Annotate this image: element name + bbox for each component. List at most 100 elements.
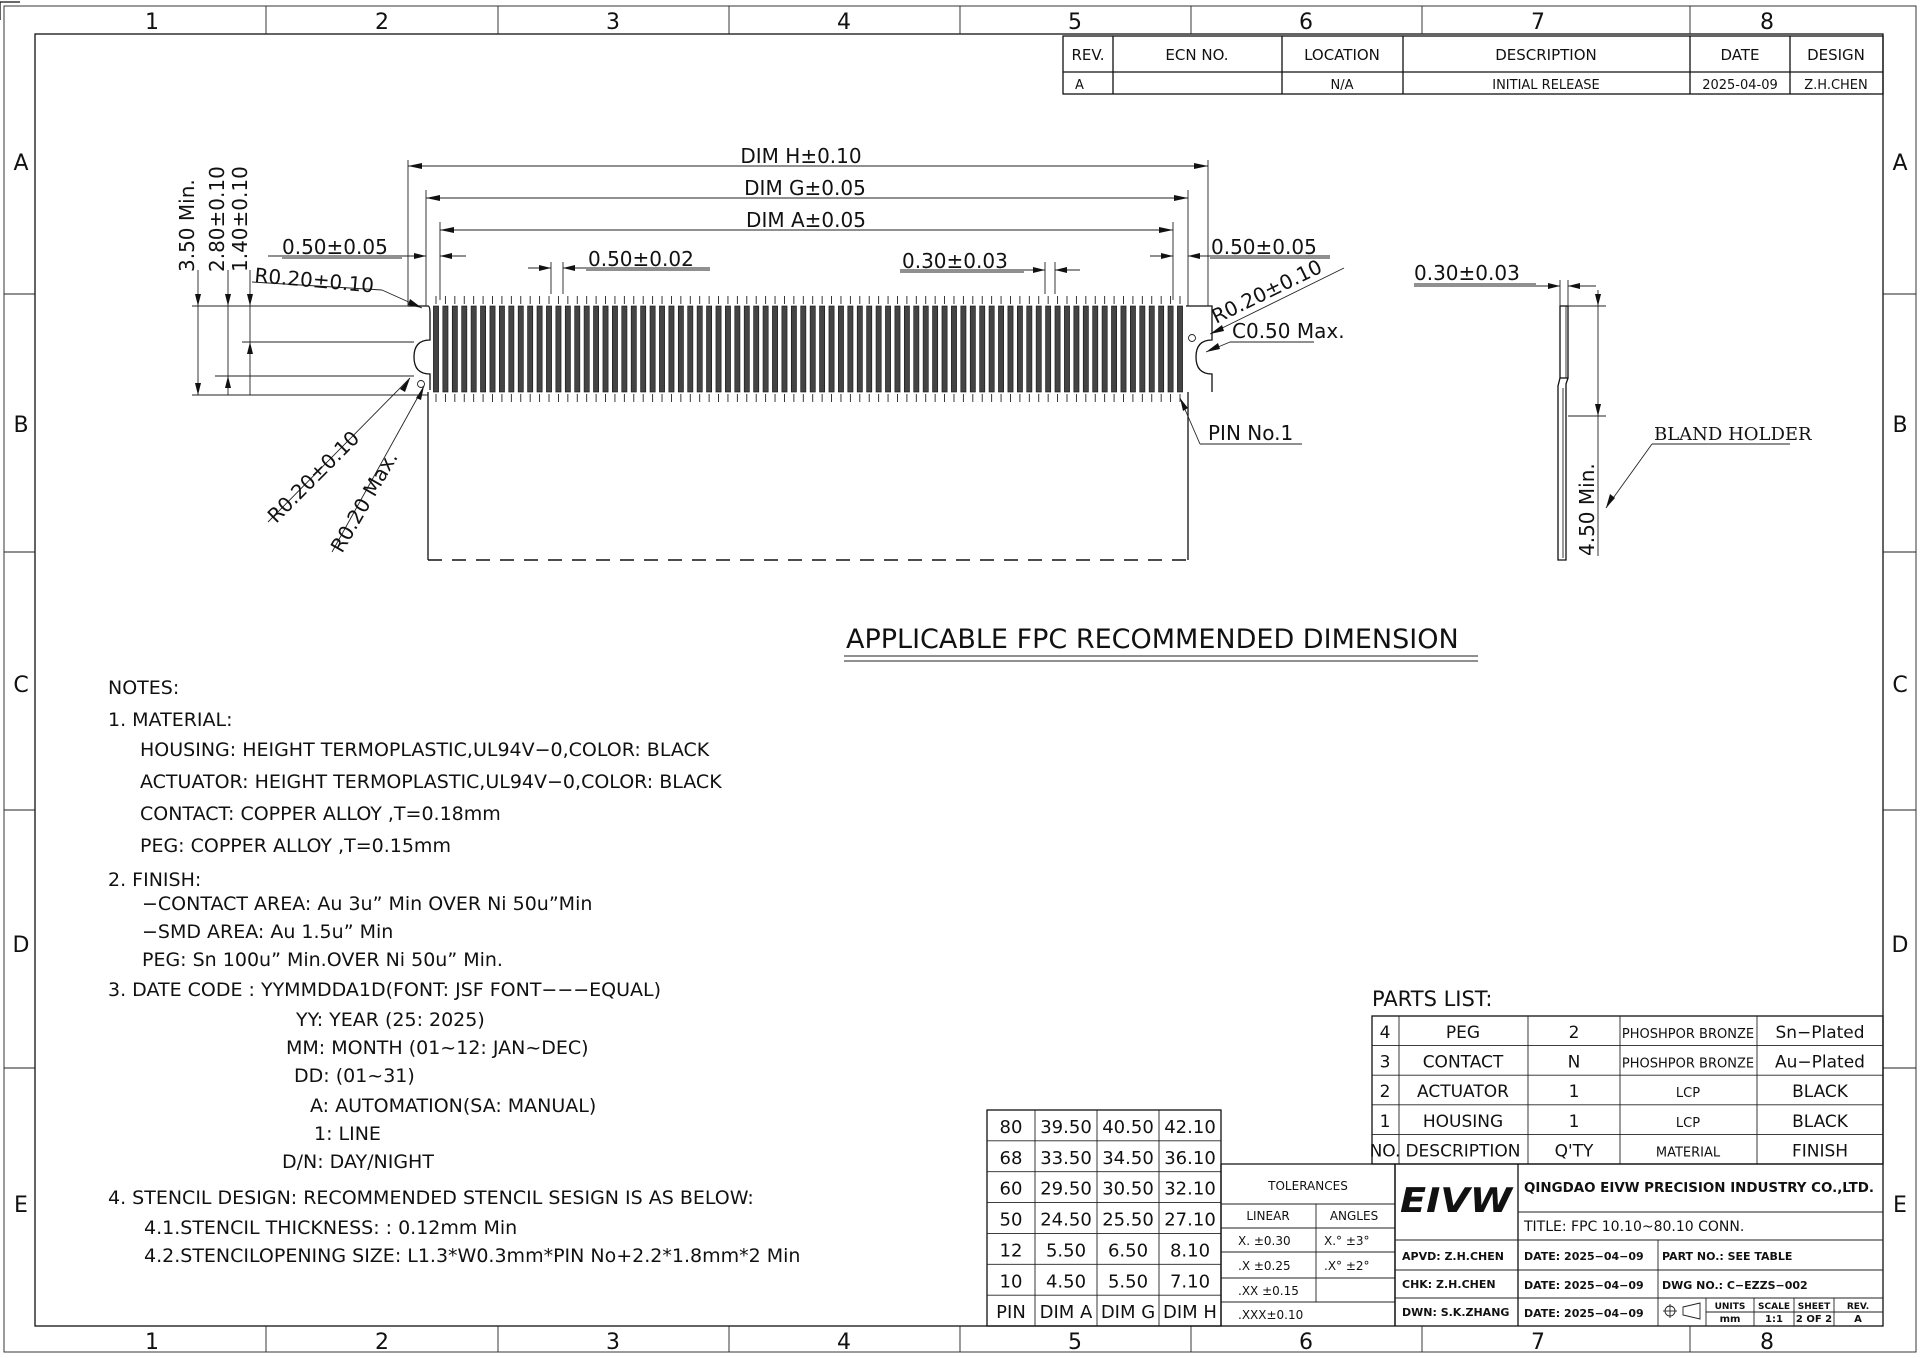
right-margin-label: 0.50±0.05: [1211, 235, 1317, 259]
parts-header: NO.: [1370, 1141, 1401, 1161]
sheet-label: SHEET: [1798, 1302, 1831, 1312]
revision-table: REV. ECN NO. LOCATION DESCRIPTION DATE D…: [1062, 35, 1884, 95]
dim-cell: 10: [1000, 1271, 1023, 1292]
dim-cell: 24.50: [1040, 1210, 1092, 1231]
pitch-label: 0.50±0.02: [588, 247, 694, 271]
parts-cell: PHOSHPOR BRONZE: [1622, 1027, 1754, 1042]
contact-pad: [1045, 305, 1052, 393]
note-line: PEG: COPPER ALLOY ,T=0.15mm: [140, 835, 451, 857]
rev-header-description: DESCRIPTION: [1495, 46, 1597, 64]
contact-pad: [649, 305, 656, 393]
dim-cell: 34.50: [1102, 1148, 1154, 1169]
contact-pad: [941, 305, 948, 393]
parts-header: MATERIAL: [1656, 1145, 1721, 1160]
contact-pad: [960, 305, 967, 393]
dim-cell: 8.10: [1170, 1240, 1210, 1261]
contact-pad: [1177, 305, 1183, 393]
contact-pad: [1073, 305, 1080, 393]
contact-pad: [866, 305, 873, 393]
parts-cell: PEG: [1446, 1023, 1480, 1043]
rev-header-date: DATE: [1720, 46, 1759, 64]
zone-col-top: 3: [606, 10, 620, 35]
zone-row-left: D: [13, 933, 30, 958]
note-line: DD: (01~31): [294, 1065, 415, 1087]
scale-label: SCALE: [1758, 1302, 1790, 1312]
parts-list-title: PARTS LIST:: [1372, 987, 1492, 1011]
contact-pad: [696, 305, 703, 393]
contact-pad: [1158, 305, 1165, 393]
dim-h-label: DIM H±0.10: [740, 144, 861, 168]
tol-linear-2: .X ±0.25: [1238, 1259, 1291, 1273]
r-top-left-label: R0.20±0.10: [254, 263, 375, 297]
contact-pad: [1111, 305, 1117, 393]
dwn: DWN: S.K.ZHANG: [1402, 1306, 1509, 1319]
drawing-title: TITLE: FPC 10.10~80.10 CONN.: [1523, 1219, 1744, 1235]
contact-pad: [1007, 305, 1014, 393]
contact-pad: [988, 305, 995, 393]
contact-pad: [1064, 305, 1070, 393]
side-thickness-label: 0.30±0.03: [1414, 261, 1520, 285]
contact-pad: [762, 305, 769, 393]
rev-location: N/A: [1331, 78, 1354, 93]
parts-cell: 2: [1380, 1082, 1391, 1102]
contact-pad: [922, 305, 929, 393]
contact-pad: [1130, 305, 1136, 393]
contact-pad: [489, 305, 496, 393]
v-350-label: 3.50 Min.: [175, 179, 199, 272]
note-line: PEG: Sn 100u” Min.OVER Ni 50u” Min.: [142, 949, 503, 971]
dim-header: PIN: [996, 1302, 1026, 1323]
dim-a-label: DIM A±0.05: [746, 208, 866, 232]
zone-col-top: 4: [837, 10, 851, 35]
contact-pad: [969, 305, 976, 393]
rev-designer: Z.H.CHEN: [1804, 78, 1868, 93]
dim-cell: 30.50: [1102, 1179, 1154, 1200]
left-margin-label: 0.50±0.05: [282, 235, 388, 259]
contact-pad: [593, 305, 600, 393]
note-line: 1: LINE: [314, 1123, 381, 1145]
parts-cell: 1: [1569, 1082, 1580, 1102]
dim-cell: 33.50: [1040, 1148, 1092, 1169]
parts-cell: 2: [1569, 1023, 1580, 1043]
rev-date: 2025-04-09: [1702, 78, 1778, 93]
pin1-label: PIN No.1: [1208, 421, 1293, 445]
contact-pad: [885, 305, 891, 393]
dim-cell: 42.10: [1164, 1117, 1216, 1138]
part-no: PART NO.: SEE TABLE: [1662, 1250, 1792, 1263]
dim-cell: 50: [1000, 1210, 1023, 1231]
notes-block: NOTES: 1. MATERIAL:HOUSING: HEIGHT TERMO…: [108, 677, 800, 1267]
contact-pad: [1035, 305, 1042, 393]
contact-pad: [838, 305, 844, 393]
zone-ticks: [4, 6, 1916, 1352]
note-line: 4.1.STENCIL THICKNESS: : 0.12mm Min: [144, 1217, 517, 1239]
notes-heading: NOTES:: [108, 677, 179, 699]
dim-header: DIM A: [1040, 1302, 1093, 1323]
zone-col-top: 6: [1299, 10, 1313, 35]
dim-cell: 68: [1000, 1148, 1023, 1169]
note-line: −SMD AREA: Au 1.5u” Min: [142, 921, 393, 943]
dim-cell: 39.50: [1040, 1117, 1092, 1138]
zone-row-left: C: [13, 673, 28, 698]
zone-col-bottom: 8: [1760, 1330, 1774, 1355]
note-line: 1. MATERIAL:: [108, 709, 232, 731]
parts-cell: CONTACT: [1423, 1053, 1504, 1073]
section-title: APPLICABLE FPC RECOMMENDED DIMENSION: [846, 624, 1459, 655]
parts-cell: 1: [1380, 1112, 1391, 1132]
contact-pad: [856, 305, 863, 393]
dim-g-label: DIM G±0.05: [744, 176, 866, 200]
contact-pad: [800, 305, 807, 393]
contact-pad: [470, 305, 477, 393]
contact-pad: [734, 305, 741, 393]
contact-pad: [480, 305, 486, 393]
units-value: mm: [1720, 1314, 1741, 1325]
tol-linear-4: .XXX±0.10: [1238, 1308, 1303, 1322]
linear-label: LINEAR: [1246, 1209, 1289, 1223]
tol-angle-2: .X° ±2°: [1324, 1259, 1370, 1273]
units-label: UNITS: [1715, 1302, 1746, 1312]
contact-pad: [630, 305, 637, 393]
note-line: 4. STENCIL DESIGN: RECOMMENDED STENCIL S…: [108, 1187, 754, 1209]
contact-pad: [772, 305, 778, 393]
zone-col-bottom: 5: [1068, 1330, 1082, 1355]
side-450-label: 4.50 Min.: [1575, 463, 1599, 556]
